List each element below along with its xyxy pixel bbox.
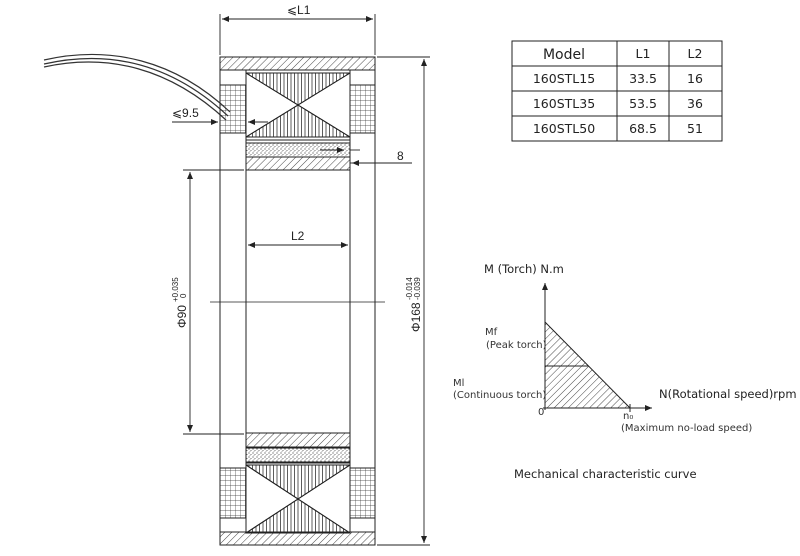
- dim-outer-diameter: Φ168 -0.014 -0.039: [405, 277, 423, 332]
- table-cell: 160STL35: [533, 96, 595, 111]
- ml-label: Ml: [453, 378, 464, 389]
- dim-inner-diameter: Φ90 +0.035 0: [171, 277, 189, 328]
- stator-core-top: [245, 72, 351, 138]
- end-winding-top-right: [349, 84, 376, 134]
- ml-note: (Continuous torch): [453, 390, 546, 401]
- table-cell: 160STL15: [533, 71, 595, 86]
- housing-bottom: [219, 531, 376, 546]
- torque-speed-line: [544, 321, 631, 409]
- motor-cross-section: [43, 53, 385, 546]
- dim-inner-main: Φ90: [175, 305, 189, 328]
- dim-l1-label: ⩽L1: [287, 3, 311, 17]
- rotor-yoke-bottom: [245, 432, 351, 448]
- table-header-l2: L2: [688, 46, 703, 61]
- end-winding-bottom-left: [219, 467, 247, 519]
- table-cell: 68.5: [629, 121, 657, 136]
- dim-8-label: 8: [397, 149, 404, 163]
- dim-l2-label: L2: [291, 229, 305, 243]
- wire-lead: [43, 53, 231, 121]
- x-axis-label: N(Rotational speed)rpm: [659, 387, 797, 401]
- mf-label: Mf: [485, 327, 498, 338]
- table-cell: 16: [687, 71, 703, 86]
- mf-note: (Peak torch): [486, 340, 547, 351]
- table-cell: 36: [687, 96, 703, 111]
- table-cell: 160STL50: [533, 121, 595, 136]
- table-header-model: Model: [543, 47, 585, 63]
- y-axis-label: M (Torch) N.m: [484, 262, 564, 276]
- table-cell: 53.5: [629, 96, 657, 111]
- characteristic-curve: [542, 283, 652, 412]
- dim-outer-lower: -0.039: [413, 277, 422, 300]
- stator-core-bottom: [245, 464, 351, 534]
- curve-caption: Mechanical characteristic curve: [514, 467, 697, 481]
- dim-inner-lower: 0: [179, 293, 188, 298]
- table-cell: 51: [687, 121, 703, 136]
- dim-outer-main: Φ168: [409, 302, 423, 332]
- table-header-l1: L1: [636, 46, 651, 61]
- housing-top: [219, 56, 376, 71]
- rotor-yoke-top: [245, 156, 351, 171]
- n0-note: (Maximum no-load speed): [621, 423, 752, 434]
- origin-label: 0: [538, 407, 544, 418]
- n0-label: n₀: [623, 411, 633, 422]
- dim-outer-upper: -0.014: [405, 277, 414, 300]
- end-winding-bottom-right: [349, 467, 376, 519]
- table-cell: 33.5: [629, 71, 657, 86]
- end-winding-top-left: [219, 84, 247, 134]
- magnet-bottom: [245, 447, 351, 463]
- dimensions: [172, 14, 430, 546]
- dim-wire-label: ⩽9.5: [172, 106, 199, 120]
- dim-inner-upper: +0.035: [171, 277, 180, 302]
- spec-table: Model L1 L2 160STL15 33.5 16 160STL35 53…: [511, 40, 723, 142]
